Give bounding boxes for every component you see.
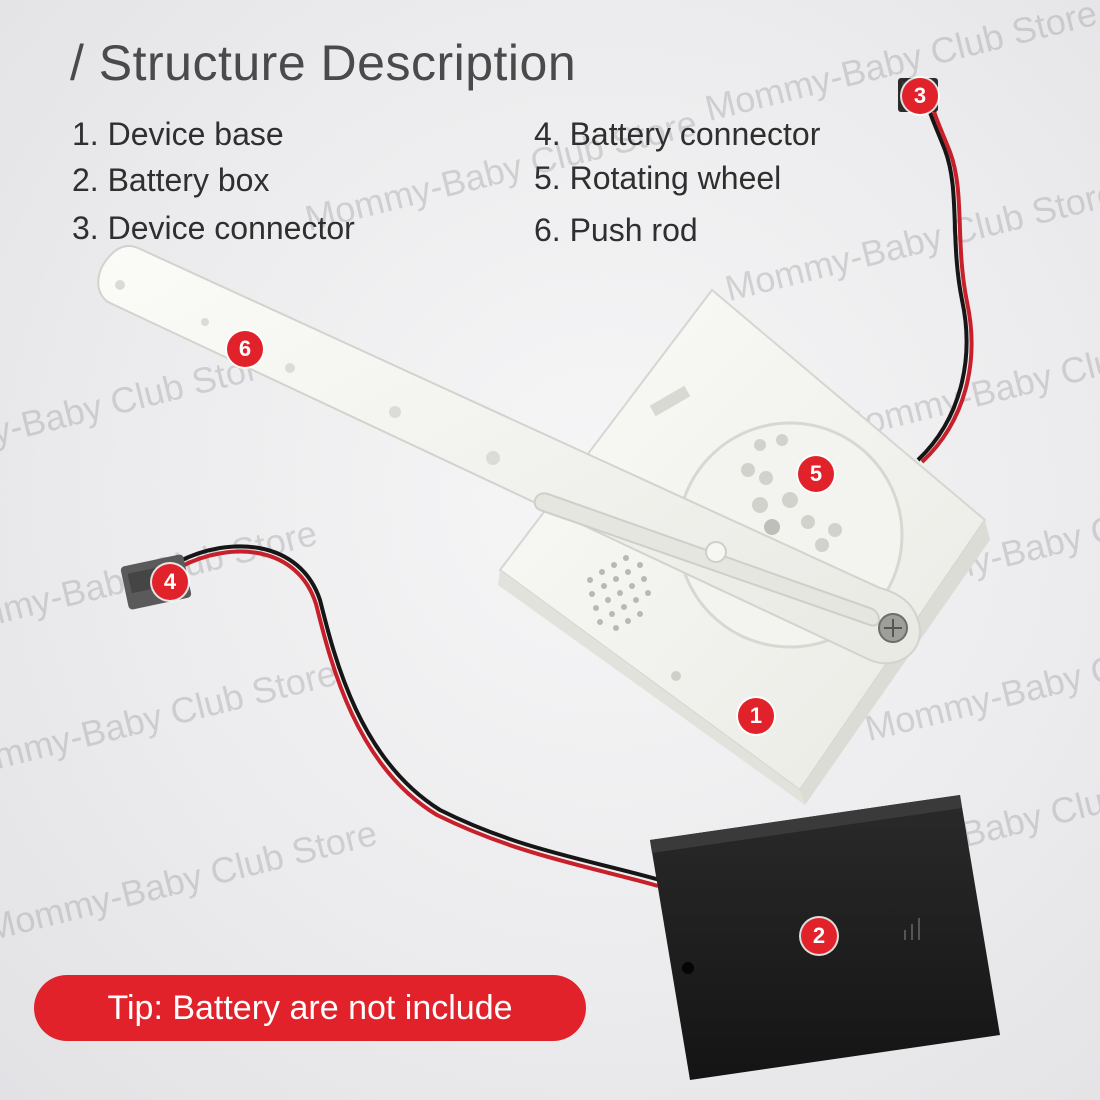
battery-wire [177, 544, 661, 888]
parts-list-item-device-connector: 3. Device connector [72, 210, 355, 246]
marker-device-base: 1 [738, 698, 774, 734]
marker-battery-box: 2 [801, 918, 837, 954]
parts-list-item-rotating-wheel: 5. Rotating wheel [534, 160, 782, 196]
marker-rotating-wheel: 5 [798, 456, 834, 492]
page-title: / Structure Description [70, 35, 577, 91]
tip-text: Tip: Battery are not include [107, 988, 513, 1027]
parts-list-item-push-rod: 6. Push rod [534, 212, 698, 248]
parts-list-item-battery-connector: 4. Battery connector [534, 116, 821, 152]
device-connector-wire [916, 94, 974, 464]
push-rod [97, 245, 921, 665]
parts-list-item-battery-box: 2. Battery box [72, 162, 270, 198]
marker-battery-connector: 4 [152, 564, 188, 600]
marker-push-rod: 6 [227, 331, 263, 367]
marker-device-connector: 3 [902, 78, 938, 114]
parts-list-item-device-base: 1. Device base [72, 116, 284, 152]
tip-banner: Tip: Battery are not include [34, 975, 586, 1041]
